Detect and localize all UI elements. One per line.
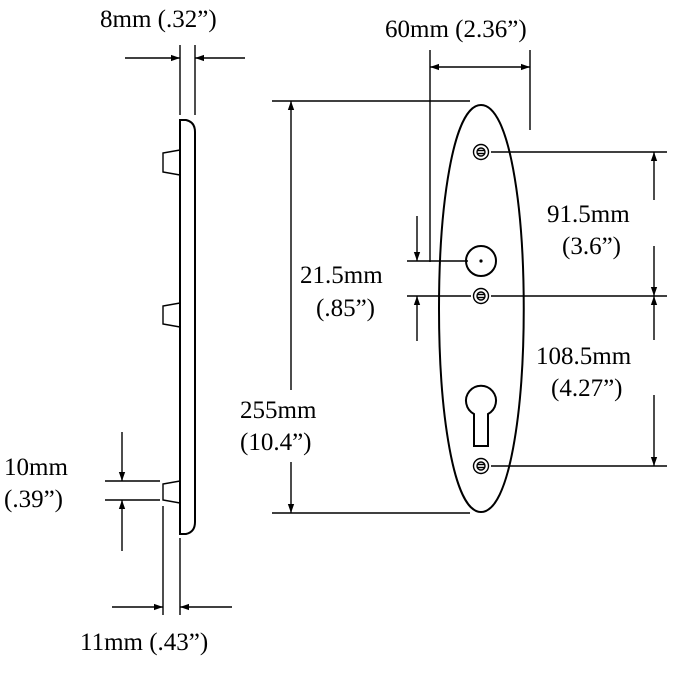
label-thickness-bottom: 11mm (.43”) (80, 629, 208, 656)
backplate-oval (438, 103, 525, 514)
euro-cylinder-keyhole (465, 384, 497, 447)
label-height-mm: 255mm (240, 397, 317, 424)
label-post-height-in: (.39”) (4, 486, 63, 513)
screw-middle (472, 287, 490, 305)
side-post-top (162, 149, 181, 176)
screw-top (472, 143, 490, 161)
label-upper-spacing-mm: 91.5mm (547, 201, 630, 228)
label-spindle-offset-mm: 21.5mm (300, 262, 383, 289)
label-spindle-offset-in: (.85”) (316, 295, 375, 322)
label-post-height-mm: 10mm (4, 454, 68, 481)
label-lower-spacing-mm: 108.5mm (536, 343, 632, 370)
side-post-middle (162, 302, 181, 328)
side-view: 8mm (.32”) 10mm (.39”) 11mm (.43”) (4, 6, 245, 656)
label-thickness-top: 8mm (.32”) (100, 6, 217, 33)
front-view: 60mm (2.36”) 255mm (10.4”) 21.5mm (.85”)… (240, 16, 667, 514)
label-height-in: (10.4”) (240, 429, 312, 456)
label-lower-spacing-in: (4.27”) (551, 375, 623, 402)
plate-side-profile (179, 119, 196, 535)
label-upper-spacing-in: (3.6”) (562, 233, 621, 260)
spindle-hole (465, 245, 497, 277)
label-width: 60mm (2.36”) (385, 16, 527, 43)
side-post-bottom (162, 480, 181, 504)
screw-bottom (472, 457, 490, 475)
